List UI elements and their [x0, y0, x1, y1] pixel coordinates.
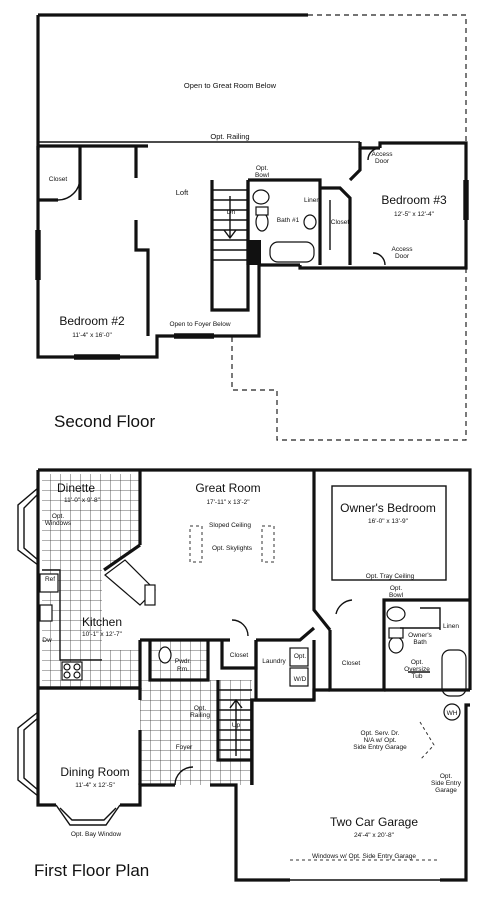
second-floor-plan: Open to Great Room Below Opt. Railing Cl… — [35, 13, 469, 441]
opt-skylights-label: Opt. Skylights — [212, 545, 253, 552]
owners-closet-label: Closet — [342, 660, 361, 667]
ref-label: Ref — [45, 576, 55, 583]
first-floor-plan: Dinette 11'-0" x 9'-8" Opt.Windows Great… — [17, 468, 472, 882]
dinette-size: 11'-0" x 9'-8" — [64, 497, 101, 504]
laundry-opt-label: Opt. — [294, 653, 306, 660]
bedroom3-name: Bedroom #3 — [381, 193, 447, 207]
opt-tray-ceiling-label: Opt. Tray Ceiling — [366, 573, 415, 580]
great-room-size: 17'-11" x 13'-2" — [206, 499, 250, 506]
kitchen-size: 10'-1" x 12'-7" — [82, 631, 123, 638]
opt-railing-label: Opt. Railing — [210, 132, 249, 141]
bedroom3-size: 12'-5" x 12'-4" — [394, 211, 435, 218]
opt-windows-label: Opt.Windows — [45, 513, 72, 527]
open-to-great-room-label: Open to Great Room Below — [184, 81, 277, 90]
bedroom2-size: 11'-4" x 16'-0" — [72, 332, 112, 339]
bedroom2-name: Bedroom #2 — [59, 314, 125, 328]
opt-bowl-label-2f: Opt.Bowl — [255, 165, 270, 179]
stairs-down-label: Dn — [227, 209, 236, 216]
owners-bedroom-size: 16'-0" x 13'-9" — [368, 518, 409, 525]
closet-foyer-label: Closet — [230, 652, 249, 659]
great-room-name: Great Room — [195, 481, 260, 495]
second-floor-title: Second Floor — [54, 412, 155, 431]
owners-bedroom-name: Owner's Bedroom — [340, 501, 436, 515]
sloped-ceiling-label: Sloped Ceiling — [209, 522, 251, 529]
dining-room-name: Dining Room — [60, 765, 129, 779]
bath1-label: Bath #1 — [277, 217, 300, 224]
dining-room-size: 11'-4" x 12'-5" — [75, 782, 115, 789]
linen-label-2f: Linen — [304, 197, 320, 204]
opt-bay-window-label: Opt. Bay Window — [71, 831, 122, 838]
opt-bowl-label-1f: Opt.Bowl — [389, 585, 404, 599]
closet-label-2f: Closet — [331, 219, 350, 226]
linen-label-1f: Linen — [443, 623, 459, 630]
dinette-name: Dinette — [57, 481, 95, 495]
powder-room-label: Pwdr.Rm. — [175, 658, 191, 673]
garage-size: 24'-4" x 20'-8" — [354, 832, 395, 839]
open-to-foyer-label: Open to Foyer Below — [169, 321, 230, 328]
opt-service-door-label: Opt. Serv. Dr.N/A w/ Opt.Side Entry Gara… — [353, 730, 407, 751]
laundry-label: Laundry — [262, 658, 286, 665]
kitchen-name: Kitchen — [82, 615, 122, 629]
garage-name: Two Car Garage — [330, 815, 418, 829]
washer-dryer-label: W/D — [294, 676, 307, 683]
opt-railing-label-1f: Opt.Railing — [190, 705, 210, 719]
dishwasher-label: Dw — [42, 637, 52, 644]
loft-label: Loft — [176, 188, 189, 197]
first-floor-title: First Floor Plan — [34, 861, 149, 880]
water-heater-label: WH — [447, 710, 458, 717]
bedroom2-closet-label: Closet — [49, 176, 68, 183]
foyer-label: Foyer — [176, 744, 193, 751]
garage-windows-note: Windows w/ Opt. Side Entry Garage — [312, 853, 416, 860]
stairs-up-label: Up — [232, 722, 241, 729]
